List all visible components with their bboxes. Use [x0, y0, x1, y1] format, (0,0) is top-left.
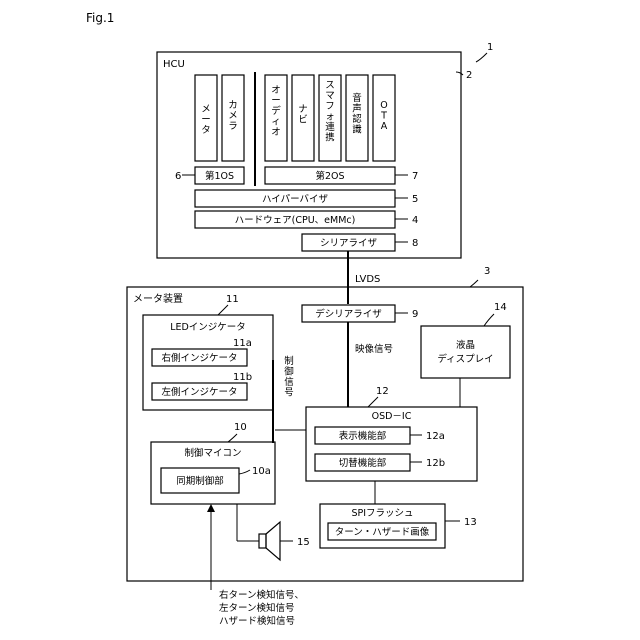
deserializer-label: デシリアライザ [315, 308, 382, 320]
ref-deserializer: 9 [412, 309, 418, 320]
lcd-label-1: 液晶 [456, 339, 475, 351]
app-camera-label: カメラ [228, 100, 238, 132]
leader-sync [239, 470, 250, 474]
ref-switch-fn: 12b [426, 458, 445, 469]
speaker-icon [259, 522, 280, 560]
ref-os2: 7 [412, 171, 418, 182]
ref-led: 11 [226, 294, 239, 305]
os1-apps: メータ カメラ [195, 75, 244, 161]
os2-apps: オーディオ ナビ スマフォ連携 音声認識 OTA [265, 75, 395, 161]
leader-mcu [228, 434, 237, 442]
ref-serializer: 8 [412, 238, 418, 249]
display-fn-label: 表示機能部 [339, 430, 387, 442]
os1-label: 第1OS [205, 170, 234, 182]
os2-label: 第2OS [315, 170, 344, 182]
serializer-label: シリアライザ [320, 238, 378, 249]
ref-right-indicator: 11a [233, 338, 252, 349]
right-indicator-label: 右側インジケータ [161, 352, 237, 364]
input-left-turn: 左ターン検知信号 [219, 602, 295, 614]
app-meter-label: メータ [201, 104, 211, 136]
lcd-box [421, 326, 510, 378]
led-title: LEDインジケータ [170, 322, 246, 333]
ref-os1: 6 [175, 171, 181, 182]
ref-left-indicator: 11b [233, 372, 252, 383]
app-smartphone-label: スマフォ連携 [325, 80, 335, 144]
figure-label: Fig.1 [86, 11, 114, 25]
ref-lcd: 14 [494, 302, 507, 313]
leader-meter [470, 280, 478, 287]
mcu-title: 制御マイコン [184, 447, 241, 459]
leader-lcd [484, 314, 494, 326]
ref-hcu: 2 [466, 70, 472, 81]
lcd-label-2: ディスプレイ [437, 353, 493, 365]
app-navi-label: ナビ [298, 104, 308, 126]
input-hazard: ハザード検知信号 [219, 615, 295, 627]
sync-label: 同期制御部 [176, 475, 224, 487]
input-arrow-head [207, 504, 215, 512]
ref-spi: 13 [464, 517, 477, 528]
ref-osd: 12 [376, 386, 389, 397]
hypervisor-label: ハイパーバイザ [262, 194, 329, 205]
ref-hypervisor: 5 [412, 194, 418, 205]
switch-fn-label: 切替機能部 [339, 457, 387, 469]
left-indicator-label: 左側インジケータ [161, 386, 237, 398]
ref-system: 1 [487, 42, 493, 53]
hardware-label: ハードウェア(CPU、eMMc) [235, 215, 356, 226]
leader-led [218, 305, 228, 315]
ref-meter: 3 [484, 266, 490, 277]
spi-title: SPIフラッシュ [351, 508, 413, 519]
app-ota-label: OTA [380, 100, 388, 132]
leader-hcu [456, 72, 463, 75]
app-voice-label: 音声認識 [352, 92, 362, 136]
leader-osd [368, 397, 378, 407]
lvds-label: LVDS [355, 274, 380, 285]
app-audio-label: オーディオ [271, 85, 281, 138]
meter-title: メータ装置 [133, 292, 183, 305]
ref-hardware: 4 [412, 215, 418, 226]
hazard-image-label: ターン・ハザード画像 [335, 526, 430, 538]
hcu-box [157, 52, 461, 258]
control-signal-label: 制御信号 [284, 355, 294, 399]
ref-display-fn: 12a [426, 431, 445, 442]
hcu-title: HCU [163, 59, 185, 70]
osd-title: OSD－IC [372, 411, 412, 422]
ref-mcu: 10 [234, 422, 247, 433]
video-signal-label: 映像信号 [355, 343, 393, 355]
ref-sync: 10a [252, 466, 271, 477]
input-right-turn: 右ターン検知信号、 [219, 589, 304, 601]
leader-system [476, 53, 487, 62]
ref-speaker: 15 [297, 537, 310, 548]
